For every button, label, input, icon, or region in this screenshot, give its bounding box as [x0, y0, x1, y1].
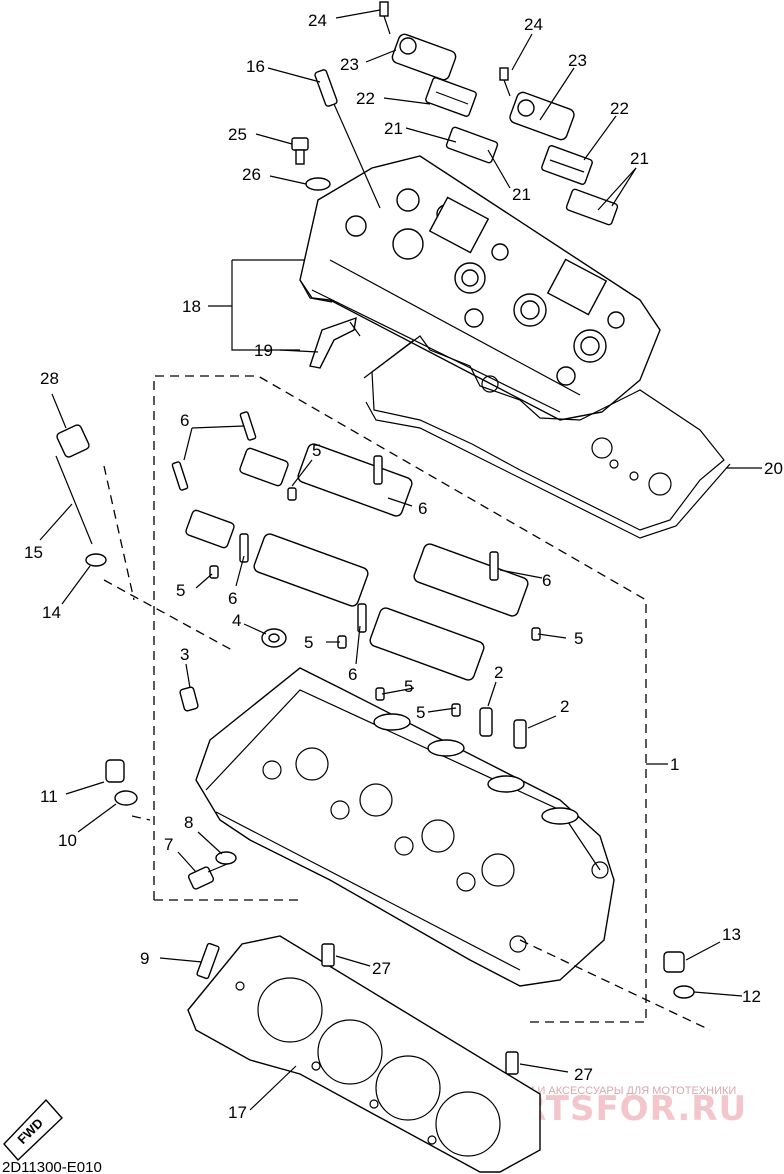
callout-4: 4: [232, 611, 241, 630]
leader-lines: [39, 9, 762, 1111]
callout-20: 20: [764, 459, 783, 478]
callout-21-left: 21: [384, 119, 403, 138]
callout-10: 10: [58, 831, 77, 850]
callout-26: 26: [242, 165, 261, 184]
callout-5-right: 5: [574, 629, 583, 648]
callout-15: 15: [24, 543, 43, 562]
callout-1: 1: [670, 755, 679, 774]
callout-6-upper-right: 6: [418, 499, 427, 518]
baffle-plate: [309, 316, 361, 369]
callout-5-top: 5: [312, 441, 321, 460]
callout-18: 18: [182, 297, 201, 316]
callout-5-lower: 5: [404, 677, 413, 696]
head-gasket: [187, 935, 541, 1173]
diagram-code: 2D11300-E010: [2, 1159, 102, 1174]
camshaft-caps: [171, 411, 541, 717]
callout-22-left: 22: [356, 89, 375, 108]
callout-5-bottom: 5: [416, 703, 425, 722]
callout-6-center: 6: [348, 665, 357, 684]
callout-24-right: 24: [524, 15, 543, 34]
callout-6-left: 6: [228, 589, 237, 608]
watermark-tagline: ЗАПЧАСТИ И АКСЕССУАРЫ ДЛЯ МОТОТЕХНИКИ: [476, 1085, 736, 1097]
callout-23-right: 23: [568, 51, 587, 70]
callout-12: 12: [742, 987, 761, 1006]
loose-fasteners: [55, 424, 695, 1075]
cylinder-head-cover: [299, 155, 661, 421]
callout-3: 3: [180, 645, 189, 664]
callout-28: 28: [40, 369, 59, 388]
callout-24-left: 24: [308, 11, 327, 30]
callout-8: 8: [184, 813, 193, 832]
callout-23-left: 23: [340, 55, 359, 74]
callout-6-right: 6: [542, 571, 551, 590]
callout-27-bottom: 27: [574, 1065, 593, 1084]
callout-6-top: 6: [180, 411, 189, 430]
cover-gasket: [363, 335, 731, 539]
callout-7: 7: [164, 835, 173, 854]
small-fittings: [179, 628, 527, 749]
callout-21-right: 21: [630, 149, 649, 168]
callout-22-right: 22: [610, 99, 629, 118]
callout-2-left: 2: [494, 663, 503, 682]
callout-9: 9: [140, 949, 149, 968]
callout-5-mid: 5: [304, 633, 313, 652]
callout-2-right: 2: [560, 697, 569, 716]
cylinder-head-assembly-boundary: [153, 375, 668, 1023]
callout-27-top: 27: [372, 959, 391, 978]
callout-11: 11: [40, 787, 58, 806]
callout-19: 19: [254, 341, 273, 360]
spark-plug-and-bolts: [291, 69, 381, 209]
callout-5-left: 5: [176, 581, 185, 600]
callout-13: 13: [722, 925, 741, 944]
callout-16: 16: [246, 57, 265, 76]
callout-25: 25: [228, 125, 247, 144]
forward-direction-badge: FWD: [3, 1098, 63, 1162]
callout-21-center: 21: [512, 185, 531, 204]
cylinder-head: [195, 667, 615, 987]
callout-14: 14: [42, 603, 61, 622]
callout-17: 17: [228, 1103, 247, 1122]
callout-labels: 1 2 2 3 4 5 5 5 5 5 5 6 6 6 6 6 7 8 9 10…: [24, 11, 783, 1122]
